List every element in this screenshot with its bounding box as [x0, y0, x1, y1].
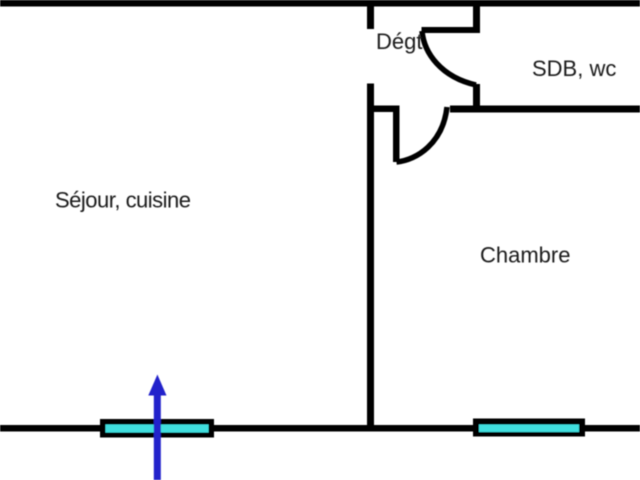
svg-text:SDB, wc: SDB, wc [532, 56, 616, 81]
svg-text:Séjour, cuisine: Séjour, cuisine [55, 188, 191, 213]
svg-text:Chambre: Chambre [480, 243, 570, 268]
svg-text:Dégt: Dégt [376, 29, 422, 54]
